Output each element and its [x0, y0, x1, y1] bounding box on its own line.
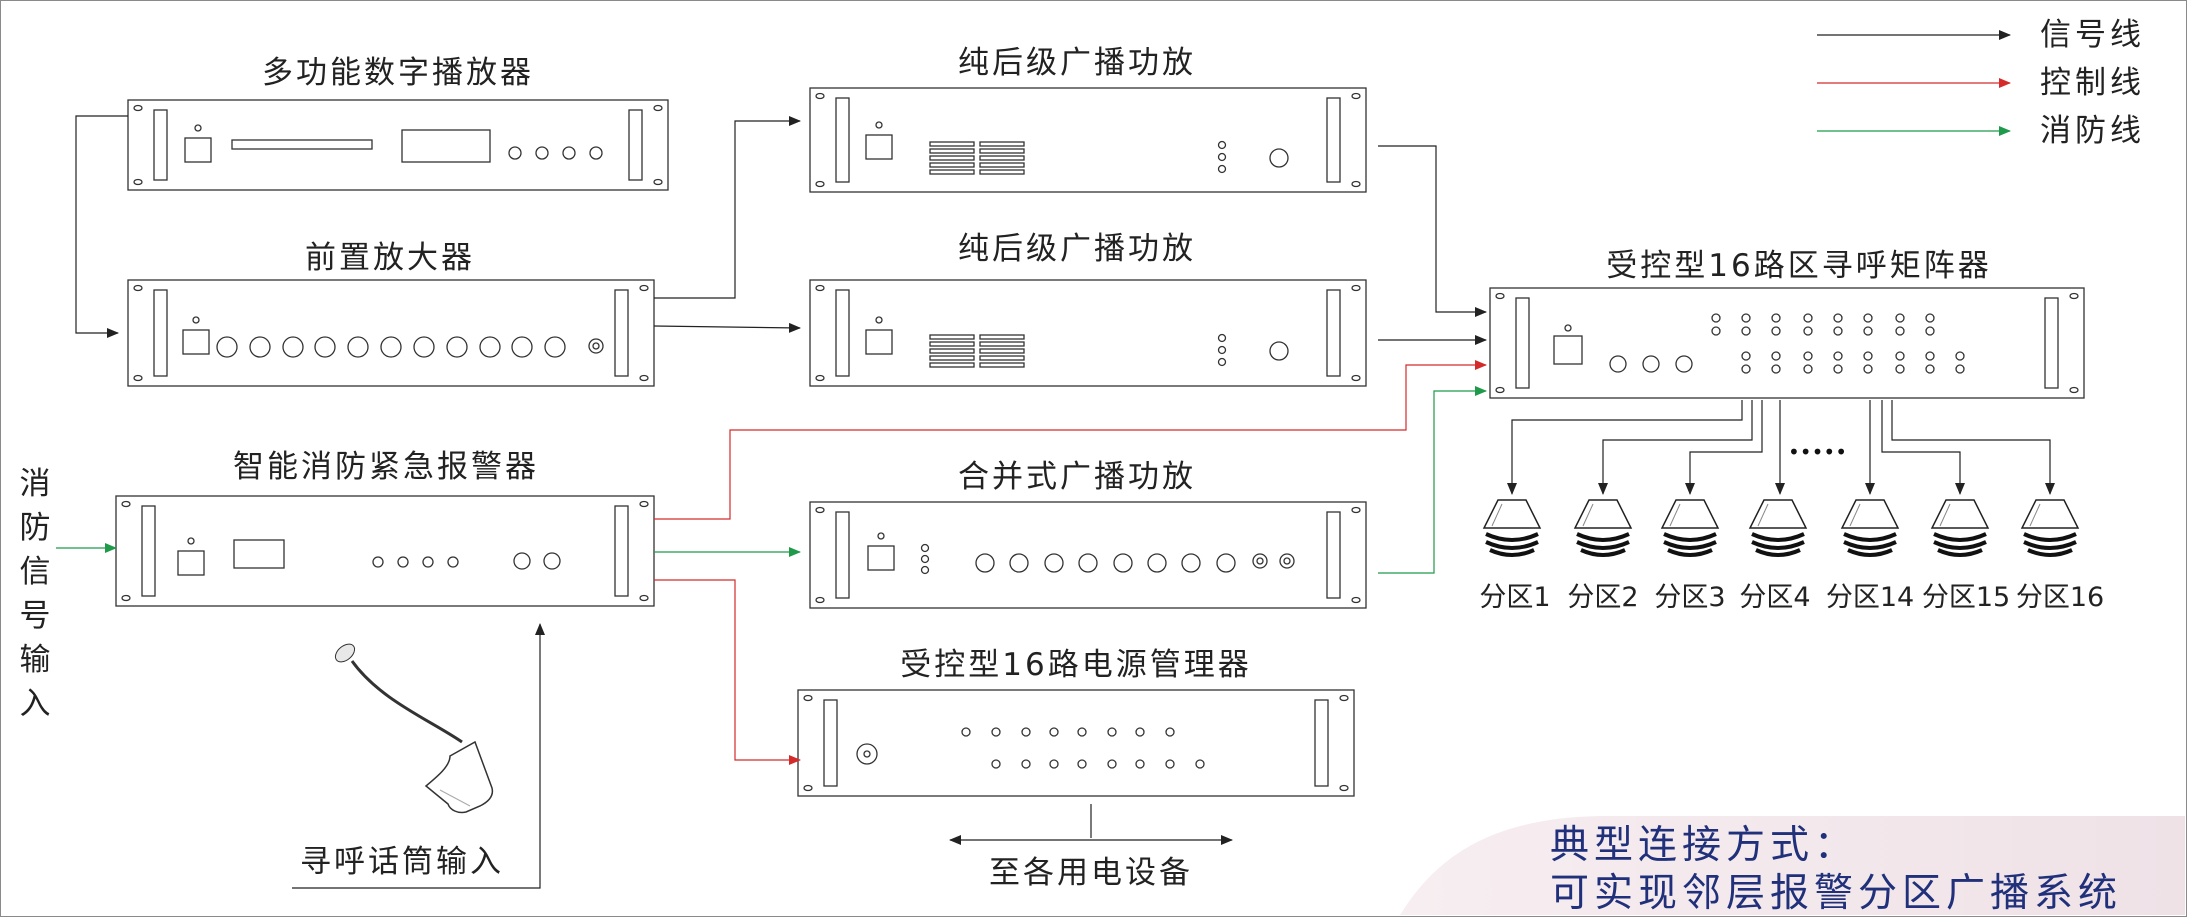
zone-label: 分区2	[1567, 582, 1639, 613]
fire-alarm-title: 智能消防紧急报警器	[233, 449, 539, 485]
control-line-alarm-power	[654, 579, 801, 765]
legend-signal-label: 信号线	[2040, 17, 2145, 53]
zone-label: 分区3	[1654, 582, 1726, 613]
digital-player-unit	[127, 99, 669, 191]
legend-control-label: 控制线	[2040, 65, 2145, 101]
amp1-title: 纯后级广播功放	[958, 45, 1196, 81]
signal-line-amp1-matrix	[1378, 145, 1487, 317]
zone-ellipsis: •••••	[1788, 440, 1847, 464]
control-line-alarm-matrix	[654, 360, 1487, 520]
zone-label: 分区16	[2015, 582, 2105, 613]
summary-background	[1400, 816, 2185, 915]
signal-line-preamp-amp1	[654, 116, 801, 299]
speaker-icon	[1840, 498, 1900, 557]
matrix-title: 受控型16路区寻呼矩阵器	[1606, 248, 1992, 284]
mic-input-line	[292, 623, 545, 889]
player-title: 多功能数字播放器	[262, 55, 534, 91]
legend-fire-label: 消防线	[2040, 113, 2145, 149]
zone-lines	[1507, 400, 2055, 495]
signal-line-player-preamp	[75, 115, 128, 338]
summary-line-2: 可实现邻层报警分区广播系统	[1550, 871, 2123, 916]
summary-line-1: 典型连接方式：	[1550, 823, 1859, 868]
zone-label: 分区1	[1479, 582, 1551, 613]
fire-line-mixer-matrix	[1378, 386, 1487, 574]
to-equipment-label: 至各用电设备	[989, 855, 1193, 891]
zone-label: 分区15	[1921, 582, 2011, 613]
power-manager-unit	[797, 689, 1355, 797]
power-amp-1-unit	[809, 87, 1367, 193]
speaker-icon	[1748, 498, 1808, 557]
amp2-title: 纯后级广播功放	[958, 231, 1196, 267]
power-manager-title: 受控型16路电源管理器	[900, 647, 1252, 683]
fire-alarm-unit	[115, 495, 655, 607]
fire-signal-input-label: 消防信号输入	[19, 466, 51, 722]
speaker-icon	[1930, 498, 1990, 557]
speaker-icon	[1482, 498, 1542, 557]
microphone-icon	[334, 643, 494, 814]
zone-label: 分区4	[1739, 582, 1811, 613]
preamp-title: 前置放大器	[305, 240, 475, 276]
mic-input-label: 寻呼话筒输入	[300, 844, 504, 880]
mixer-amp-unit	[809, 501, 1367, 609]
zone-label: 分区14	[1825, 582, 1915, 613]
speaker-icon	[1660, 498, 1720, 557]
power-amp-2-unit	[809, 279, 1367, 387]
speaker-icon	[1573, 498, 1633, 557]
summary-text: 典型连接方式： 可实现邻层报警分区广播系统	[1550, 822, 2122, 918]
preamp-unit	[127, 279, 655, 387]
mixer-amp-title: 合并式广播功放	[958, 459, 1196, 495]
signal-line-preamp-amp2	[653, 322, 801, 333]
paging-matrix-unit	[1489, 287, 2085, 399]
speaker-icon	[2020, 498, 2080, 557]
